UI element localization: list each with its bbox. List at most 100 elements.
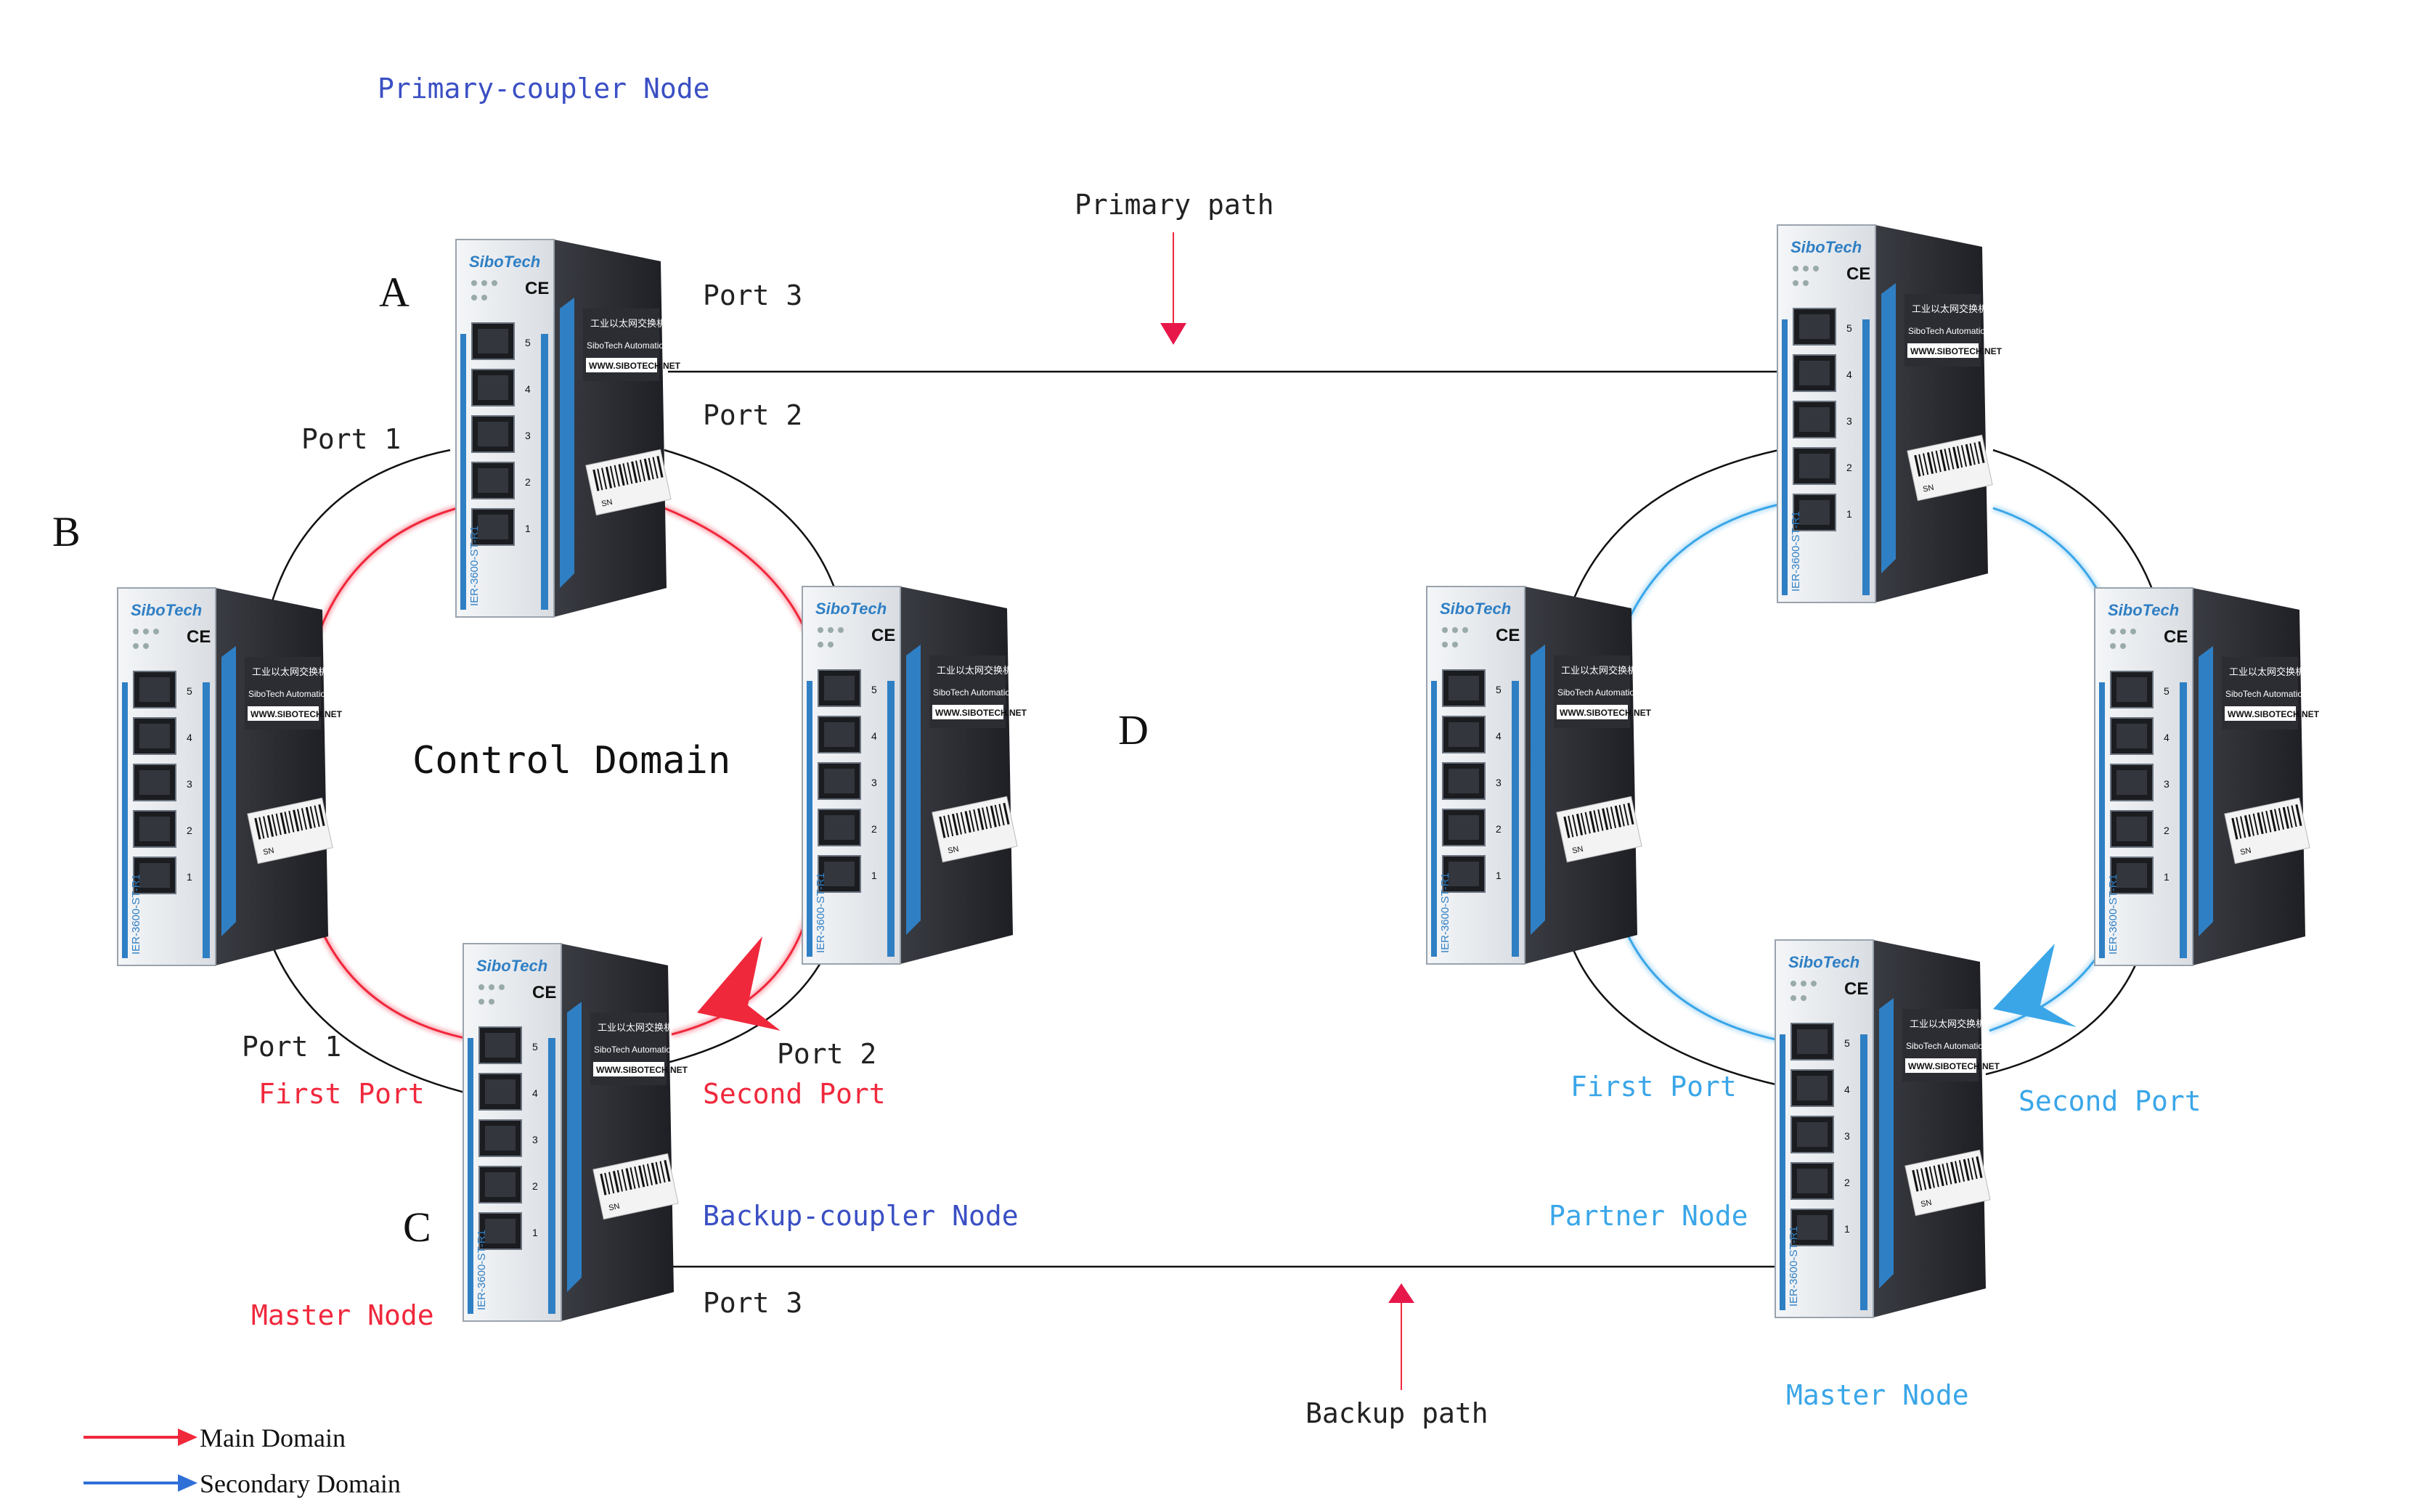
legend-label-secondary-domain: Secondary Domain [200, 1469, 401, 1498]
svg-text:4: 4 [532, 1087, 538, 1099]
partner-node-label: Partner Node [1549, 1200, 1748, 1232]
svg-text:4: 4 [187, 732, 192, 743]
svg-text:WWW.SIBOTECH.NET: WWW.SIBOTECH.NET [589, 361, 681, 371]
svg-text:WWW.SIBOTECH.NET: WWW.SIBOTECH.NET [1910, 346, 2003, 356]
right-second-port-label: Second Port [2018, 1085, 2201, 1117]
svg-text:1: 1 [2164, 871, 2170, 883]
svg-text:5: 5 [1844, 1037, 1850, 1049]
svg-text:3: 3 [2164, 778, 2170, 790]
left-first-port-label: First Port [258, 1078, 425, 1110]
svg-text:工业以太网交换机: 工业以太网交换机 [2229, 666, 2305, 677]
a-port2-label: Port 2 [703, 399, 802, 431]
svg-text:3: 3 [532, 1134, 538, 1145]
svg-text:SN: SN [2239, 846, 2252, 857]
svg-text:IER-3600-ST-R1: IER-3600-ST-R1 [468, 526, 481, 606]
left-second-port-label: Second Port [703, 1078, 886, 1110]
svg-text:4: 4 [871, 730, 877, 742]
svg-text:CE: CE [525, 279, 549, 298]
control-domain-label: Control Domain [412, 739, 730, 782]
c-port2-label: Port 2 [777, 1038, 876, 1070]
c-port1-label: Port 1 [242, 1031, 341, 1063]
a-port3-label: Port 3 [703, 279, 802, 311]
svg-text:SiboTech Automation: SiboTech Automation [933, 687, 1015, 698]
switch-a: SiboTechCE54321IER-3600-ST-R1工业以太网交换机Sib… [455, 239, 681, 618]
primary-path-arrow [1160, 232, 1186, 345]
svg-text:工业以太网交换机: 工业以太网交换机 [1910, 1018, 1985, 1029]
svg-text:4: 4 [525, 383, 531, 395]
svg-text:CE: CE [532, 983, 556, 1002]
svg-text:工业以太网交换机: 工业以太网交换机 [252, 666, 327, 677]
svg-text:3: 3 [871, 777, 877, 788]
svg-text:1: 1 [532, 1227, 538, 1238]
switch-d-left: SiboTechCE54321IER-3600-ST-R1工业以太网交换机Sib… [802, 586, 1027, 965]
legend-item-secondary-domain: Secondary Domain [83, 1469, 401, 1498]
svg-text:2: 2 [2164, 825, 2170, 836]
a-port1-label: Port 1 [301, 423, 401, 455]
backup-path-arrow [1388, 1283, 1414, 1390]
svg-text:3: 3 [1844, 1130, 1850, 1142]
svg-text:SiboTech: SiboTech [131, 601, 202, 619]
svg-text:SiboTech Automation: SiboTech Automation [248, 689, 330, 699]
c-port3-label: Port 3 [703, 1287, 802, 1319]
svg-text:IER-3600-ST-R1: IER-3600-ST-R1 [1788, 1226, 1800, 1307]
svg-text:SiboTech Automation: SiboTech Automation [1557, 687, 1639, 698]
svg-text:2: 2 [1844, 1177, 1850, 1188]
main-domain-arrow [697, 936, 781, 1031]
ring-arc-r-top-right [1992, 449, 2162, 614]
legend-label-main-domain: Main Domain [200, 1423, 346, 1452]
svg-text:SN: SN [1920, 1198, 1932, 1209]
node-b-label: B [52, 508, 81, 555]
svg-text:3: 3 [187, 778, 192, 790]
svg-text:SiboTech: SiboTech [476, 957, 547, 975]
svg-text:WWW.SIBOTECH.NET: WWW.SIBOTECH.NET [2228, 709, 2320, 719]
svg-text:工业以太网交换机: 工业以太网交换机 [1912, 303, 1987, 314]
svg-text:SiboTech Automation: SiboTech Automation [594, 1045, 676, 1055]
svg-text:SN: SN [1571, 845, 1584, 856]
svg-text:5: 5 [2164, 685, 2170, 697]
svg-text:1: 1 [1846, 508, 1852, 520]
svg-text:工业以太网交换机: 工业以太网交换机 [590, 318, 666, 329]
primary-coupler-node-label: Primary-coupler Node [378, 73, 710, 105]
backup-coupler-node-label: Backup-coupler Node [703, 1200, 1019, 1232]
svg-text:工业以太网交换机: 工业以太网交换机 [937, 665, 1012, 676]
svg-text:2: 2 [532, 1180, 538, 1192]
svg-text:SiboTech: SiboTech [1788, 953, 1859, 971]
svg-text:IER-3600-ST-R1: IER-3600-ST-R1 [2107, 874, 2119, 955]
svg-text:3: 3 [525, 430, 531, 441]
svg-text:IER-3600-ST-R1: IER-3600-ST-R1 [815, 873, 827, 953]
ring-arc-r-left-bottom [1567, 936, 1780, 1087]
svg-text:CE: CE [1846, 264, 1870, 284]
svg-text:SiboTech Automation: SiboTech Automation [1908, 326, 1990, 336]
svg-text:CE: CE [1496, 626, 1520, 645]
svg-text:CE: CE [187, 627, 211, 647]
svg-text:SN: SN [947, 845, 959, 856]
svg-text:2: 2 [871, 823, 877, 835]
legend-item-main-domain: Main Domain [83, 1423, 346, 1452]
svg-text:工业以太网交换机: 工业以太网交换机 [1561, 665, 1637, 676]
ring-arc-r-top-left [1567, 449, 1780, 614]
svg-text:2: 2 [187, 825, 192, 836]
svg-text:1: 1 [187, 871, 192, 883]
primary-path-label: Primary path [1075, 189, 1274, 221]
svg-text:SiboTech Automation: SiboTech Automation [1906, 1041, 1988, 1051]
svg-text:5: 5 [1496, 684, 1502, 695]
svg-text:1: 1 [1844, 1223, 1850, 1235]
svg-text:IER-3600-ST-R1: IER-3600-ST-R1 [1439, 873, 1451, 953]
svg-text:4: 4 [2164, 732, 2170, 743]
svg-text:4: 4 [1846, 369, 1852, 380]
ring-arc-a-b [267, 449, 451, 614]
switch-right-right: SiboTechCE54321IER-3600-ST-R1工业以太网交换机Sib… [2094, 587, 2320, 966]
svg-text:SiboTech: SiboTech [2108, 601, 2179, 619]
svg-text:3: 3 [1846, 415, 1852, 427]
switch-right-bottom: SiboTechCE54321IER-3600-ST-R1工业以太网交换机Sib… [1775, 939, 2000, 1318]
svg-text:SiboTech: SiboTech [815, 600, 887, 618]
svg-text:SN: SN [608, 1202, 620, 1213]
ring-arc-a-dright [664, 449, 844, 614]
svg-text:5: 5 [187, 685, 192, 697]
svg-text:WWW.SIBOTECH.NET: WWW.SIBOTECH.NET [596, 1065, 688, 1075]
svg-text:工业以太网交换机: 工业以太网交换机 [598, 1022, 673, 1033]
svg-text:1: 1 [1496, 870, 1502, 881]
svg-text:1: 1 [871, 870, 877, 881]
secondary-domain-arrow [1993, 944, 2077, 1027]
